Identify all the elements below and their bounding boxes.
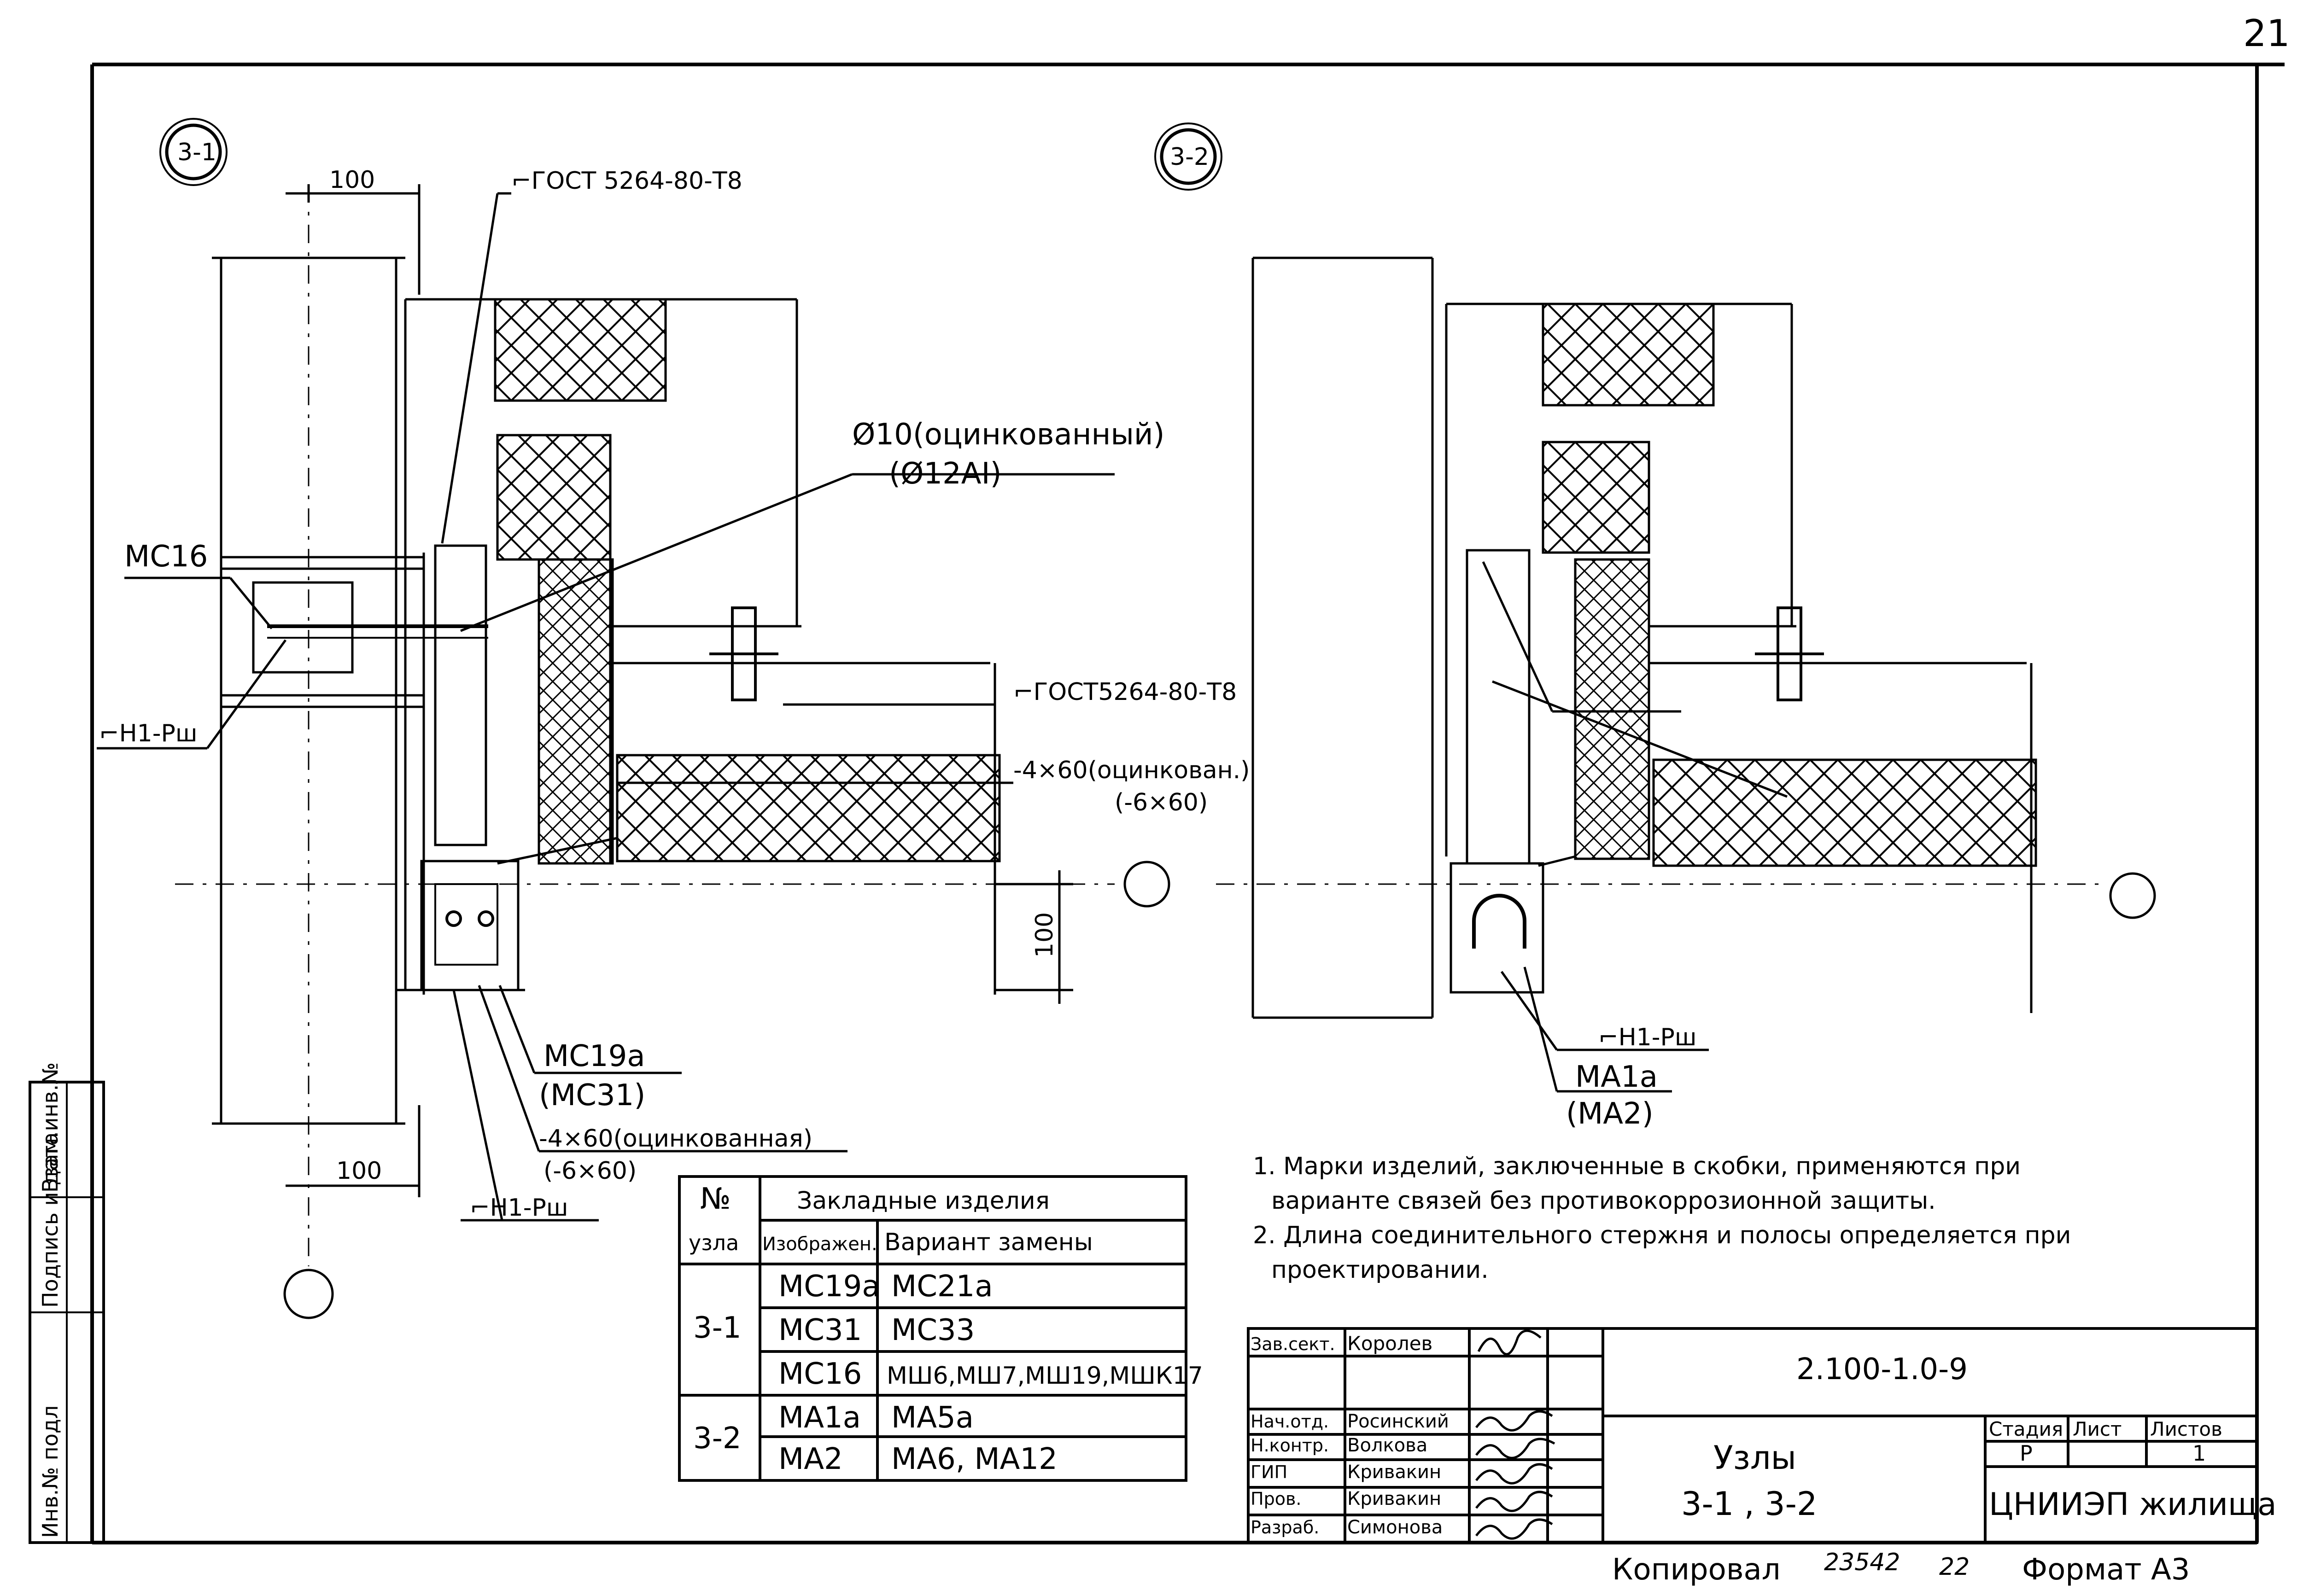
label-mc31: (МС31)	[539, 1078, 645, 1113]
table-cell: МС21а	[891, 1270, 993, 1304]
table-cell: МС33	[891, 1313, 975, 1347]
label-gost-right: ⌐ГОСТ5264-80-Т8	[1013, 678, 1237, 706]
sheets-label: Листов	[2150, 1418, 2222, 1440]
staff-name: Волкова	[1347, 1435, 1427, 1456]
label-mc16: МС16	[124, 540, 208, 574]
dim-top-100: 100	[329, 166, 375, 194]
table-cell: МА2	[778, 1442, 843, 1476]
side-stamp: Инв.№ подл Подпись и дата Взам.инв.№	[29, 1062, 105, 1544]
title-doc-code: 2.100-1.0-9	[1796, 1352, 1968, 1386]
staff-role: ГИП	[1251, 1462, 1287, 1482]
staff-role: Нач.отд.	[1251, 1411, 1329, 1432]
table-node-3-2: 3-2	[693, 1421, 742, 1456]
label-ma2: (МА2)	[1566, 1097, 1654, 1131]
footer-format: Формат А3	[2022, 1553, 2190, 1587]
table-h-variant: Вариант замены	[884, 1229, 1093, 1256]
note-line-4: проектировании.	[1271, 1256, 1489, 1284]
table-cell: МШ6,МШ7,МШ19,МШК17	[887, 1362, 1203, 1390]
footer-copied: Копировал	[1612, 1553, 1781, 1587]
table-h-uzla: узла	[689, 1230, 739, 1255]
table-cell: МС19а	[778, 1270, 880, 1304]
staff-name: Кривакин	[1347, 1462, 1441, 1483]
label-weld-3-2: ⌐Н1-Рш	[1598, 1024, 1696, 1051]
sheets-value: 1	[2192, 1441, 2206, 1466]
note-line-2: варианте связей без противокоррозионной …	[1271, 1187, 1936, 1215]
dim-bottom-100: 100	[336, 1157, 382, 1185]
table-cell: МС16	[778, 1357, 862, 1391]
table-cell: МА1а	[778, 1401, 861, 1435]
stamp-podpis-data: Подпись и дата	[38, 1132, 63, 1308]
marker-3-2: 3-2	[1170, 143, 1209, 171]
staff-role: Н.контр.	[1251, 1435, 1329, 1456]
staff-name: Королев	[1347, 1332, 1432, 1355]
table-h-no: №	[700, 1182, 731, 1216]
detail-3-2-labels: 3-2 ⌐Н1-Рш МА1а (МА2)	[1170, 143, 1696, 1131]
stamp-vzam-inv: Взам.инв.№	[38, 1062, 63, 1193]
footer: Копировал 23542 22 Формат А3	[1612, 1549, 2190, 1587]
staff-role: Разраб.	[1251, 1517, 1319, 1538]
footer-number2: 22	[1939, 1553, 1970, 1581]
label-strip-alt: (-6×60)	[1115, 789, 1208, 816]
staff-role: Пров.	[1251, 1489, 1301, 1509]
label-weld-left: ⌐Н1-Рш	[99, 720, 197, 747]
dim-vertical-100: 100	[1031, 912, 1058, 958]
table-cell: МА6, МА12	[891, 1442, 1058, 1476]
title-line-1: Узлы	[1713, 1439, 1796, 1477]
stage-label: Стадия	[1989, 1418, 2063, 1440]
signatures	[1475, 1329, 1555, 1540]
stage-value: Р	[2020, 1441, 2033, 1466]
label-ma1a: МА1а	[1575, 1060, 1658, 1094]
staff-role: Зав.сект.	[1251, 1334, 1335, 1354]
notes: 1. Марки изделий, заключенные в скобки, …	[1253, 1153, 2071, 1284]
footer-number: 23542	[1824, 1549, 1900, 1576]
table-cell: МА5а	[891, 1401, 974, 1435]
staff-name: Симонова	[1347, 1517, 1443, 1538]
detail-3-1-labels: 3-1 100 100 100 ⌐ГОСТ 5264-80-Т8 Ø10(оци…	[99, 139, 1250, 1222]
note-line-3: 2. Длина соединительного стержня и полос…	[1253, 1222, 2071, 1249]
label-strip2: -4×60(оцинкованная)	[539, 1125, 812, 1153]
staff-name: Росинский	[1347, 1411, 1449, 1432]
label-rod-alt: (Ø12AI)	[889, 457, 1001, 491]
detail-3-1	[97, 118, 1170, 1319]
title-block: 2.100-1.0-9 Узлы 3-1 , 3-2 Стадия Лист Л…	[1247, 1327, 2277, 1544]
label-weld-bottom: ⌐Н1-Рш	[470, 1194, 568, 1222]
table-h-image: Изображен.	[762, 1234, 877, 1255]
label-mc19a: МС19а	[544, 1039, 645, 1073]
sheet-label: Лист	[2073, 1418, 2122, 1440]
detail-3-2	[1154, 122, 2156, 1093]
label-gost-top: ⌐ГОСТ 5264-80-Т8	[511, 167, 742, 195]
embedded-items-table: № узла Закладные изделия Изображен. Вари…	[678, 1175, 1203, 1482]
table-node-3-1: 3-1	[693, 1311, 742, 1345]
note-line-1: 1. Марки изделий, заключенные в скобки, …	[1253, 1153, 2021, 1180]
table-h-title: Закладные изделия	[797, 1187, 1050, 1215]
page-number: 21	[2243, 12, 2290, 55]
label-rod: Ø10(оцинкованный)	[852, 418, 1164, 452]
organization: ЦНИИЭП жилища	[1989, 1486, 2277, 1523]
label-strip2-alt: (-6×60)	[544, 1157, 637, 1185]
label-strip: -4×60(оцинкован.)	[1013, 757, 1250, 784]
table-cell: МС31	[778, 1313, 862, 1347]
title-line-2: 3-1 , 3-2	[1681, 1485, 1817, 1523]
marker-3-1: 3-1	[177, 139, 216, 166]
staff-name: Кривакин	[1347, 1488, 1441, 1509]
stamp-inv-podl: Инв.№ подл	[38, 1405, 63, 1538]
